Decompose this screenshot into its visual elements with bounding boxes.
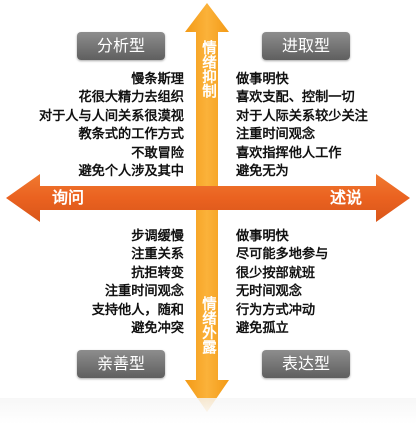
trait-line: 避免孤立 <box>236 320 289 336</box>
trait-line: 喜欢支配、控制一切 <box>236 90 355 106</box>
trait-line: 喜欢指挥他人工作 <box>236 145 342 161</box>
axis-left-label: 询问 <box>52 188 85 207</box>
trait-line: 尽可能多地参与 <box>236 247 329 263</box>
axis-top-label: 情绪抑制 <box>200 40 216 98</box>
trait-line: 很少按部就班 <box>236 265 316 281</box>
quadrant-bottom-left-traits: 步调缓慢 注重关系 抗拒转变 注重时间观念 支持他人，随和 避免冲突 <box>92 228 184 338</box>
trait-line: 无时间观念 <box>236 284 302 300</box>
horizontal-arrow <box>6 174 410 222</box>
trait-line: 花很大精力去组织 <box>78 90 185 106</box>
floor-reflection <box>0 398 416 424</box>
trait-line: 注重时间观念 <box>104 284 184 300</box>
trait-line: 注重时间观念 <box>236 127 316 143</box>
trait-line: 支持他人，随和 <box>91 302 184 318</box>
quadrant-bottom-right-traits: 做事明快 尽可能多地参与 很少按部就班 无时间观念 行为方式冲动 避免孤立 <box>236 228 328 338</box>
quadrant-top-left-traits: 慢条斯理 花很大精力去组织 对于人与人间关系很漠视 教条式的工作方式 不敢冒险 … <box>39 71 184 181</box>
trait-line: 步调缓慢 <box>131 229 184 244</box>
quadrant-title-analytical: 分析型 <box>77 32 165 60</box>
quadrant-title-amiable: 亲善型 <box>77 350 165 378</box>
trait-line: 做事明快 <box>236 229 289 244</box>
quadrant-top-right-traits: 做事明快 喜欢支配、控制一切 对于人际关系较少关注 注重时间观念 喜欢指挥他人工… <box>236 71 368 181</box>
trait-line: 避免无为 <box>236 163 289 179</box>
trait-line: 对于人与人间关系很漠视 <box>38 108 184 124</box>
trait-line: 慢条斯理 <box>131 72 184 87</box>
trait-line: 避免冲突 <box>131 320 184 336</box>
trait-line: 行为方式冲动 <box>236 302 316 318</box>
axis-bottom-label: 情绪外露 <box>200 296 216 354</box>
quadrant-title-expressive: 表达型 <box>262 350 350 378</box>
trait-line: 不敢冒险 <box>131 145 184 161</box>
trait-line: 对于人际关系较少关注 <box>236 108 368 124</box>
trait-line: 做事明快 <box>236 72 289 87</box>
trait-line: 抗拒转变 <box>131 265 184 281</box>
trait-line: 注重关系 <box>131 247 184 263</box>
trait-line: 避免个人涉及其中 <box>78 163 185 179</box>
quadrant-title-driver: 进取型 <box>262 32 350 60</box>
trait-line: 教条式的工作方式 <box>78 127 185 143</box>
axis-right-label: 述说 <box>330 188 363 207</box>
